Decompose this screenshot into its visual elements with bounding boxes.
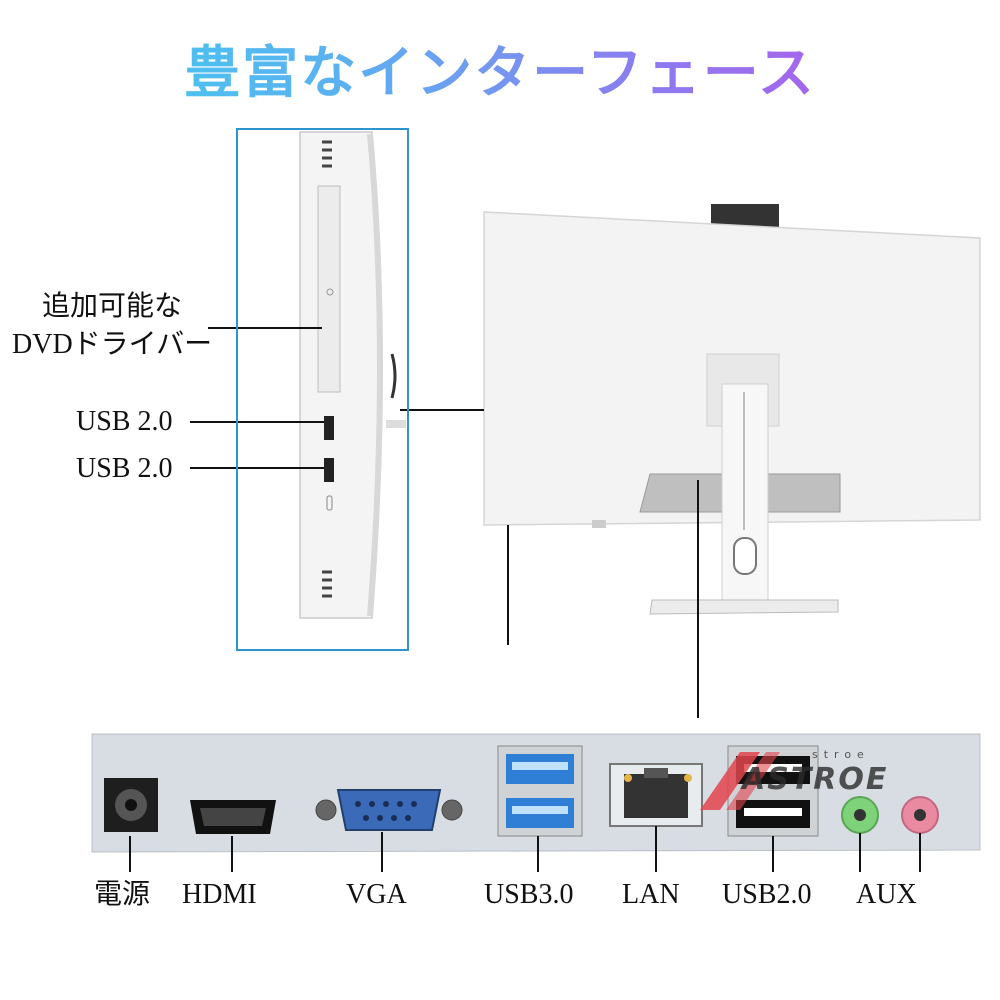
port-label-usb3: USB3.0	[484, 879, 574, 910]
side-view-frame	[236, 128, 409, 651]
usb-label-lower: USB 2.0	[76, 453, 173, 484]
port-label-aux: AUX	[856, 879, 917, 910]
watermark-logo: ASTROE	[742, 762, 889, 797]
page-title: 豊富なインターフェース	[0, 28, 1000, 109]
port-label-vga: VGA	[346, 879, 407, 910]
usb-label-upper: USB 2.0	[76, 406, 173, 437]
watermark-small: stroe	[812, 748, 870, 761]
dvd-label-line2: DVDドライバー	[12, 329, 213, 360]
port-label-lan: LAN	[622, 879, 680, 910]
port-label-power: 電源	[94, 879, 151, 910]
side-view-device	[299, 131, 406, 619]
port-label-usb2: USB2.0	[722, 879, 812, 910]
rear-view-monitor	[483, 204, 981, 615]
dvd-label-line1: 追加可能な	[42, 291, 183, 322]
port-label-hdmi: HDMI	[182, 879, 257, 910]
port-panel	[91, 733, 981, 853]
leader-lines	[129, 327, 921, 872]
